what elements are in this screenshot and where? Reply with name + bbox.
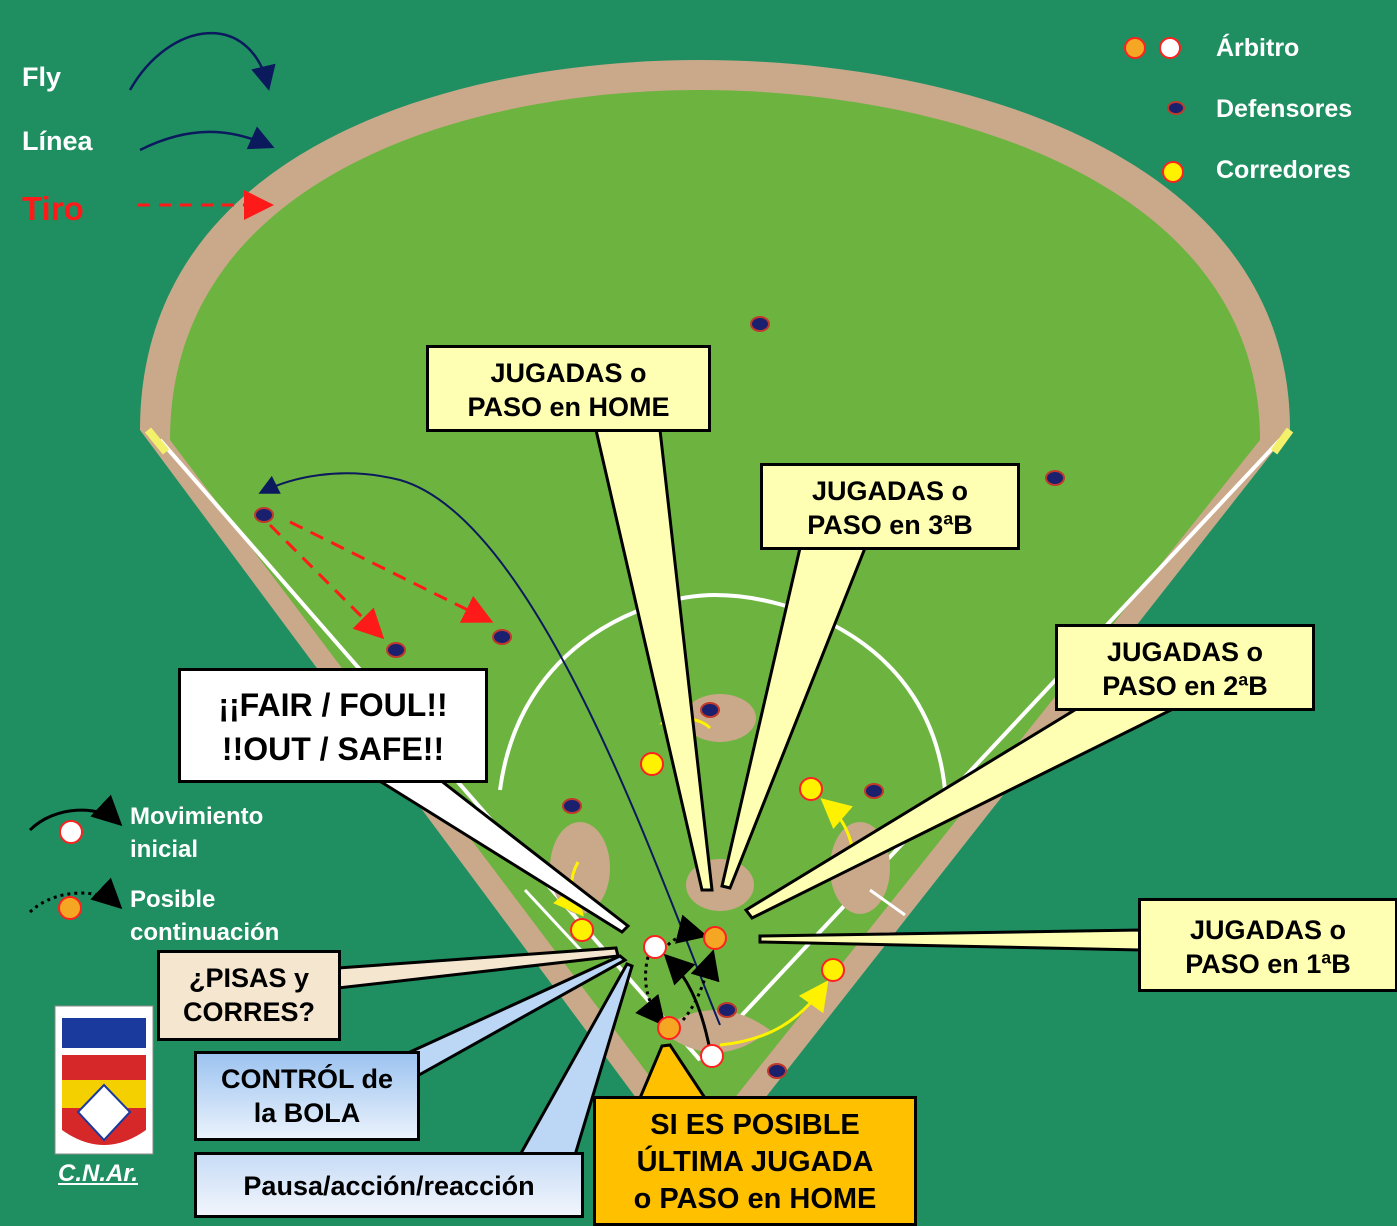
- legend-continuation-line2: continuación: [130, 919, 280, 946]
- runner-dot: [821, 958, 845, 982]
- movement-arrow-icon: [28, 794, 123, 832]
- callout-first-line1: JUGADAS o: [1189, 915, 1346, 945]
- fielder-dot: [750, 316, 770, 332]
- callout-control-line1: CONTRÓL de: [220, 1064, 393, 1094]
- logo-red-stripe: [62, 1055, 146, 1080]
- umpire-dot: [700, 1044, 724, 1068]
- fielder-dot: [492, 629, 512, 645]
- callout-pisas-line2: CORRES?: [182, 997, 315, 1027]
- fielder-dot: [717, 1002, 737, 1018]
- legend-line-label: Línea: [22, 126, 93, 156]
- third-foul-pole: [144, 427, 170, 455]
- callout-home: JUGADAS o PASO en HOME: [426, 345, 711, 432]
- callout-third-line1: JUGADAS o: [811, 476, 968, 506]
- throw-left: [268, 523, 385, 640]
- legend-umpire-label: Árbitro: [1216, 34, 1300, 62]
- umpire-move-1: [663, 953, 712, 1051]
- logo-crown: [62, 1018, 146, 1048]
- callout-control-line2: la BOLA: [253, 1098, 361, 1128]
- runner-dot: [799, 777, 823, 801]
- umpire-dot: [643, 935, 667, 959]
- callout-second-line1: JUGADAS o: [1106, 637, 1263, 667]
- legend-fly-label: Fly: [22, 62, 62, 92]
- legend-continuation-line1: Posible: [130, 886, 216, 913]
- callout-home-line2: PASO en HOME: [467, 392, 670, 422]
- callout-third-line2: PASO en 3ªB: [807, 510, 973, 540]
- runner-icon: [1162, 161, 1184, 183]
- fielder-dot: [562, 798, 582, 814]
- fly-ball-path: [258, 472, 721, 1026]
- legend-throw-label: Tiro: [22, 190, 84, 227]
- legend-movement-line2: inicial: [130, 836, 199, 863]
- legend-runner-label: Corredores: [1216, 156, 1351, 184]
- callout-second-line2: PASO en 2ªB: [1102, 671, 1268, 701]
- batter-box-right: [869, 888, 906, 917]
- infield-arc: [498, 592, 947, 791]
- logo-diamond-icon: [76, 1083, 132, 1142]
- callout-fair-foul-line2: !!OUT / SAFE!!: [221, 731, 445, 767]
- line-sample: [139, 126, 275, 152]
- first-foul-pole: [1270, 427, 1294, 455]
- umpire-white-icon: [1159, 37, 1181, 59]
- umpire-dot: [703, 926, 727, 950]
- fielder-icon: [1167, 101, 1185, 115]
- continuation-arrow-icon: [28, 877, 123, 914]
- umpire-move-2: [635, 949, 666, 1027]
- callout-pisas: ¿PISAS y CORRES?: [157, 950, 341, 1041]
- fly-sample: [128, 32, 276, 91]
- legend-fielder-label: Defensores: [1216, 95, 1353, 123]
- fielder-dot: [386, 642, 406, 658]
- callout-ultima-line1: SI ES POSIBLE: [650, 1109, 860, 1141]
- umpire-dot: [657, 1016, 681, 1040]
- callout-pisas-line1: ¿PISAS y: [188, 963, 310, 993]
- runner-dot: [570, 918, 594, 942]
- fielder-dot: [254, 507, 274, 523]
- throw-right: [289, 520, 494, 623]
- callout-first-line2: PASO en 1ªB: [1185, 949, 1351, 979]
- callout-control: CONTRÓL de la BOLA: [194, 1051, 420, 1141]
- first-base-line: [698, 438, 1282, 1062]
- batter-box-left: [523, 888, 592, 962]
- continuation-umpire-icon: [58, 896, 82, 920]
- callout-first: JUGADAS o PASO en 1ªB: [1138, 898, 1397, 992]
- fielder-dot: [767, 1063, 787, 1079]
- callout-third: JUGADAS o PASO en 3ªB: [760, 463, 1020, 550]
- fielder-dot: [1045, 470, 1065, 486]
- fielder-dot: [864, 783, 884, 799]
- legend-movement-line1: Movimiento: [130, 803, 264, 830]
- runner-move-home: [719, 980, 829, 1047]
- callout-fair-foul-line1: ¡¡FAIR / FOUL!!: [218, 687, 448, 723]
- callout-ultima: SI ES POSIBLE ÚLTIMA JUGADA o PASO en HO…: [593, 1096, 917, 1226]
- umpire-icon: [1124, 37, 1146, 59]
- umpire-move-3: [681, 949, 720, 1021]
- callout-pausa: Pausa/acción/reacción: [194, 1152, 584, 1218]
- callout-ultima-line3: o PASO en HOME: [633, 1183, 877, 1215]
- legend-movement-label: Movimiento inicial: [130, 800, 263, 866]
- callout-second: JUGADAS o PASO en 2ªB: [1055, 624, 1315, 711]
- runner-dot: [640, 752, 664, 776]
- logo-text: C.N.Ar.: [58, 1160, 139, 1187]
- callout-pausa-line1: Pausa/acción/reacción: [243, 1171, 535, 1201]
- callout-ultima-line2: ÚLTIMA JUGADA: [636, 1146, 874, 1178]
- callout-fair-foul: ¡¡FAIR / FOUL!! !!OUT / SAFE!!: [178, 668, 488, 783]
- legend-continuation-label: Posible continuación: [130, 883, 279, 949]
- movement-umpire-icon: [59, 820, 83, 844]
- fielder-dot: [700, 702, 720, 718]
- callout-home-line1: JUGADAS o: [490, 358, 647, 388]
